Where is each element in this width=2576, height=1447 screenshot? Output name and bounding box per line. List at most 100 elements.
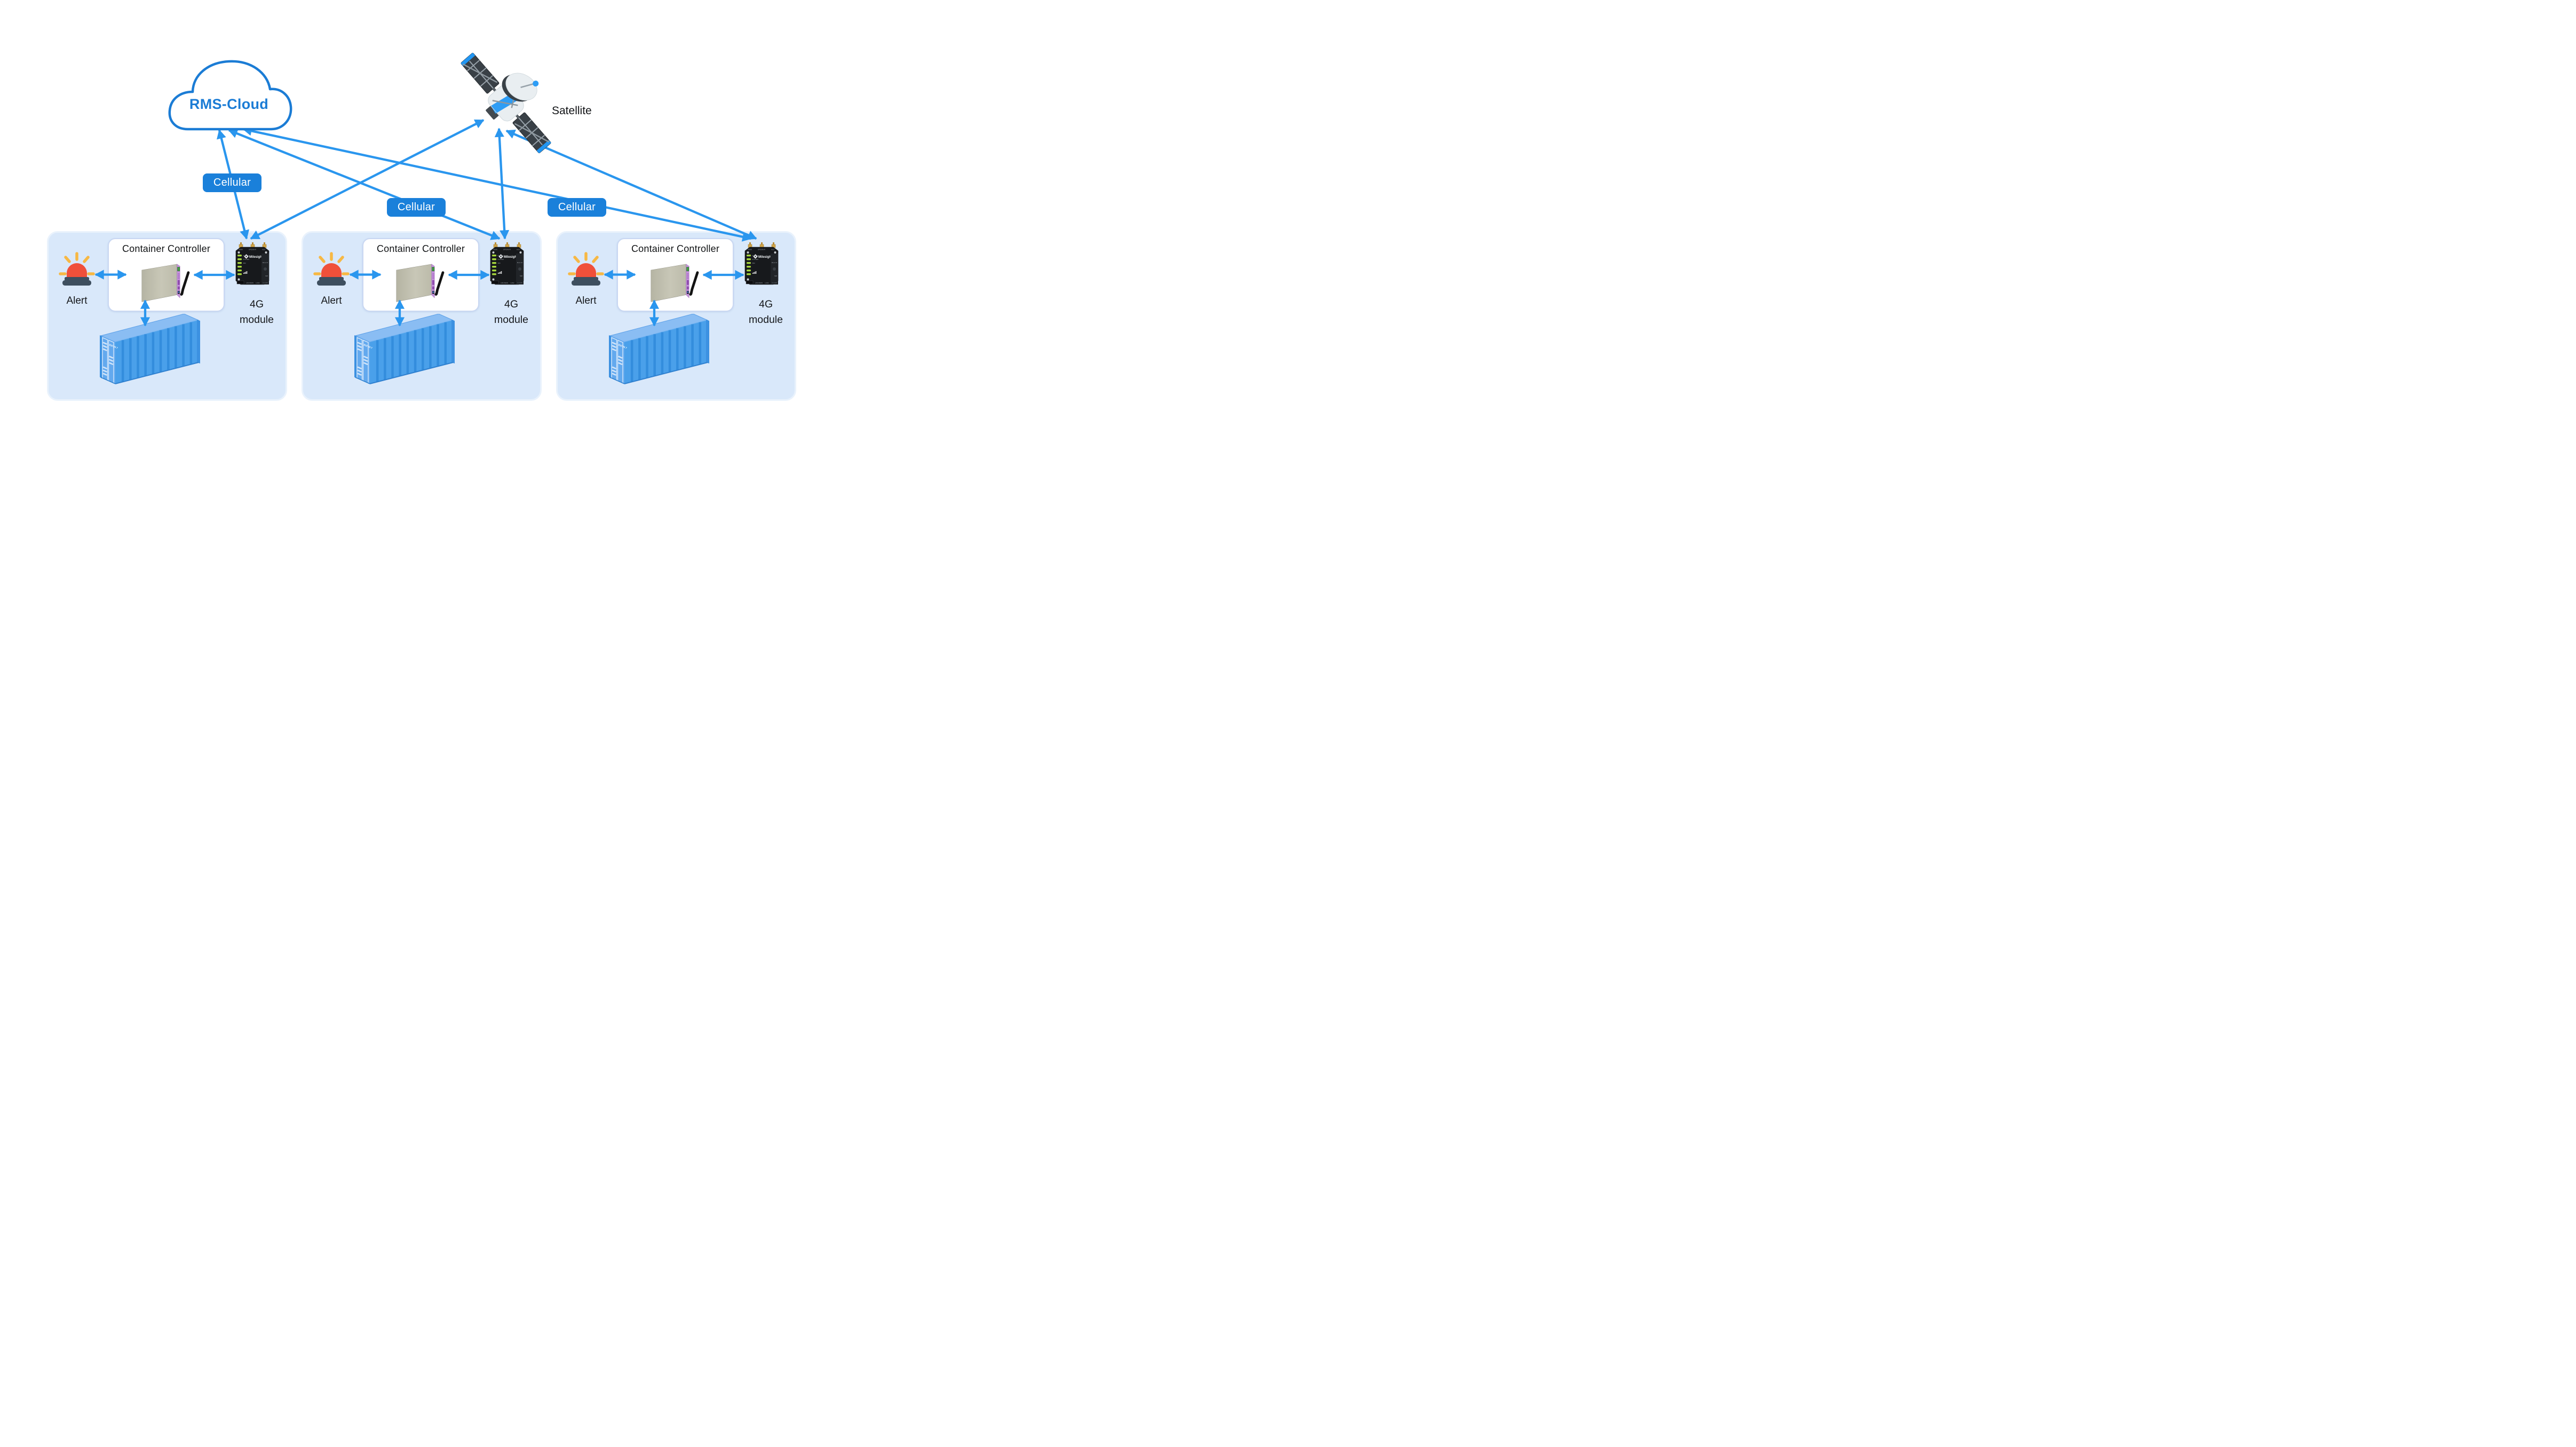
bottom-edge (624, 362, 708, 384)
rms-cloud-label: RMS-Cloud (189, 96, 269, 112)
port-label-lan2: LAN2 (511, 282, 514, 284)
logo-dot (500, 256, 502, 257)
siren-base-top (574, 277, 598, 281)
container-door-face (101, 336, 115, 384)
siren-base-top (319, 277, 344, 281)
card-slot (432, 280, 434, 285)
corner-post-right (197, 320, 200, 363)
diagram-canvas: Alert Container Controller (0, 0, 820, 461)
siren-base (572, 280, 600, 286)
alert-siren-icon (568, 252, 604, 286)
wifi-antenna-icon (180, 271, 190, 295)
side-label-io: More IO (263, 262, 268, 264)
terminal-block (236, 280, 244, 284)
reset-button (773, 267, 776, 271)
container-corrugation (630, 322, 702, 382)
ethernet-port-icon (432, 267, 434, 272)
antenna-label-aux: AUX (771, 249, 774, 251)
container-code-text: 810 15 7 (109, 343, 118, 349)
4g-module-device: MAIN GPS/Wi-Fi AUX Milesight POWER SYSTE… (235, 242, 270, 285)
alert-label: Alert (575, 295, 597, 306)
module-label: 4G module (479, 297, 543, 328)
vent-slot (178, 275, 180, 276)
power-label: DC 9-48V (517, 283, 522, 284)
side-label-sim: SIM (520, 275, 523, 277)
satellite-icon (461, 52, 551, 154)
module-label-line2: module (494, 314, 528, 326)
status-leds (747, 255, 751, 275)
sma-antenna-connectors (239, 242, 267, 248)
antenna-label-main: MAIN (493, 249, 497, 251)
led-label-power: POWER (243, 255, 249, 257)
controller-title: Container Controller (376, 243, 465, 254)
side-label-sim: SIM (265, 275, 268, 277)
site-panel-1: Alert Container Controller (47, 231, 287, 401)
controller-front-face (396, 264, 432, 302)
module-brand-text: Milesight (758, 256, 772, 259)
reset-button (518, 267, 521, 271)
vent-slot (687, 273, 689, 275)
satellite-thruster (486, 106, 499, 120)
module-label-line1: 4G (504, 298, 518, 310)
corner-post-left (354, 335, 356, 378)
vent-slot (432, 275, 434, 276)
led-label-power: POWER (752, 255, 758, 257)
card-slot (687, 280, 689, 285)
port-label-lan1: LAN1/WAN (246, 282, 253, 284)
card-slot (432, 286, 434, 290)
container-controller-device (396, 264, 445, 302)
cellular-badge-3: Cellular (548, 198, 606, 217)
antenna-label-main: MAIN (748, 249, 752, 251)
container-corrugation (376, 322, 447, 382)
ethernet-port-icon (177, 267, 180, 272)
status-leds (492, 255, 496, 275)
vent-slot (687, 275, 689, 276)
led-label-system: SYSTEM (752, 258, 759, 260)
container-code-text: 810 15 7 (363, 343, 373, 349)
status-leds (237, 255, 242, 275)
corner-post-left (100, 335, 102, 378)
terminal-block (491, 280, 499, 284)
cellular-badge-2: Cellular (387, 198, 446, 217)
vent-slot (178, 277, 180, 279)
bottom-edge (355, 377, 370, 384)
logo-dot (245, 256, 247, 257)
corner-post-right (706, 320, 709, 363)
wifi-antenna-icon (435, 271, 445, 295)
container-corrugation (121, 322, 193, 382)
module-label-line1: 4G (249, 298, 264, 310)
solar-panel-right (512, 112, 551, 154)
led-label-sim: SIM (498, 262, 501, 264)
usb-tongue (432, 291, 434, 293)
usb-tongue (687, 291, 689, 293)
led-label-system: SYSTEM (243, 258, 250, 260)
door-frames (356, 337, 369, 384)
card-slot (687, 286, 689, 290)
siren-dome (576, 263, 596, 277)
sma-antenna-connectors (748, 242, 776, 248)
controller-front-face (651, 264, 686, 302)
arrow-cloud-module3 (242, 126, 752, 242)
module-label-line2: module (240, 314, 274, 326)
logo-dot (755, 256, 756, 257)
corner-post-left (609, 335, 611, 378)
arrow-satellite-module3 (505, 129, 757, 240)
usb-tongue (178, 291, 180, 293)
antenna-label-main: MAIN (239, 249, 243, 251)
wifi-antenna-icon (689, 271, 699, 295)
port-label-lan1: LAN1/WAN (755, 282, 763, 284)
bottom-edge (369, 362, 454, 384)
site-panel-2: Alert Container Controller (302, 231, 542, 401)
satellite-strut (479, 73, 533, 133)
port-label-lan2: LAN2 (256, 282, 260, 284)
bottom-edge (115, 362, 199, 384)
door-frames (102, 337, 114, 384)
vent-slot (687, 277, 689, 279)
siren-rays-icon (59, 252, 95, 275)
container-side-face (624, 320, 708, 384)
cellular-badge-1: Cellular (203, 173, 261, 192)
power-label: DC 9-48V (263, 283, 268, 284)
terminal-block (746, 280, 754, 284)
sma-antenna-connectors (493, 242, 521, 248)
port-label-lan1: LAN1/WAN (501, 282, 508, 284)
